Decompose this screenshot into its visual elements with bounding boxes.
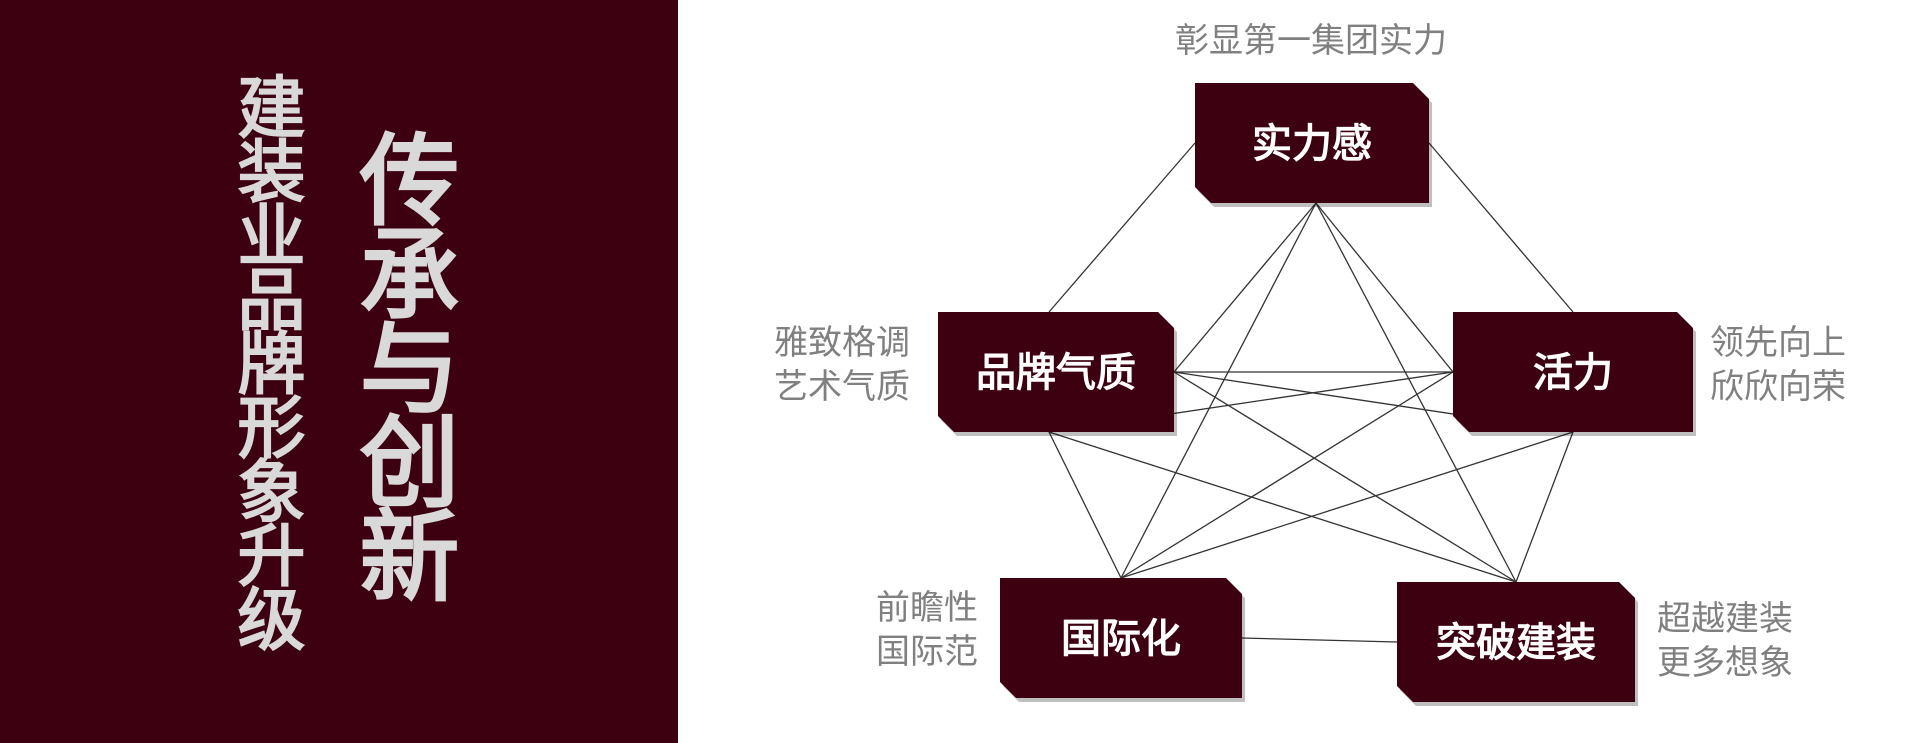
node-label-international: 国际化	[1061, 616, 1181, 662]
node-box-vitality	[1453, 312, 1693, 432]
edge-strength-brand	[1048, 142, 1196, 313]
edge-strength-vitality	[1428, 142, 1574, 313]
node-note-line-vitality-1: 欣欣向荣	[1710, 367, 1846, 407]
edge-cross-1	[1315, 202, 1454, 373]
edge-cross-2	[1173, 371, 1517, 583]
node-label-breakthrough: 突破建装	[1436, 620, 1596, 666]
edge-cross-3	[1120, 371, 1454, 579]
title-panel: 建装业品牌形象升级 传承与创新	[0, 0, 678, 743]
node-box-breakthrough	[1397, 582, 1635, 702]
node-box-strength	[1195, 83, 1429, 203]
edge-cross-0	[1173, 202, 1317, 373]
edge-brand-international	[1048, 431, 1122, 579]
node-note-brand: 雅致格调艺术气质	[774, 323, 910, 407]
node-label-strength: 实力感	[1252, 121, 1372, 167]
node-note-line-international-1: 国际范	[876, 632, 978, 672]
node-box-international	[1000, 578, 1242, 698]
node-note-strength: 彰显第一集团实力	[1175, 21, 1447, 61]
edge-strength-breakthrough	[1315, 202, 1517, 583]
node-note-international: 前瞻性国际范	[876, 588, 978, 672]
node-note-line-international-0: 前瞻性	[876, 588, 978, 628]
edge-vitality-breakthrough	[1515, 431, 1574, 583]
edge-vitality-international	[1120, 431, 1574, 579]
node-box-brand	[938, 312, 1174, 432]
subtitle-text: 建装业品牌形象升级	[225, 72, 304, 648]
node-note-vitality: 领先向上欣欣向荣	[1710, 323, 1846, 407]
edge-international-breakthrough	[1241, 637, 1398, 643]
node-label-vitality: 活力	[1533, 350, 1613, 396]
edge-brand-breakthrough	[1048, 431, 1517, 583]
title-text: 传承与创新	[342, 128, 459, 598]
node-note-line-breakthrough-0: 超越建装	[1657, 599, 1793, 639]
node-note-line-strength-0: 彰显第一集团实力	[1175, 21, 1447, 61]
node-note-line-vitality-0: 领先向上	[1710, 323, 1846, 363]
node-note-line-brand-1: 艺术气质	[774, 367, 910, 407]
node-note-breakthrough: 超越建装更多想象	[1657, 599, 1793, 683]
edge-strength-international	[1120, 202, 1317, 579]
node-label-brand: 品牌气质	[976, 350, 1136, 396]
connection-lines	[1048, 142, 1574, 643]
node-note-line-breakthrough-1: 更多想象	[1657, 643, 1793, 683]
node-note-line-brand-0: 雅致格调	[774, 323, 910, 363]
